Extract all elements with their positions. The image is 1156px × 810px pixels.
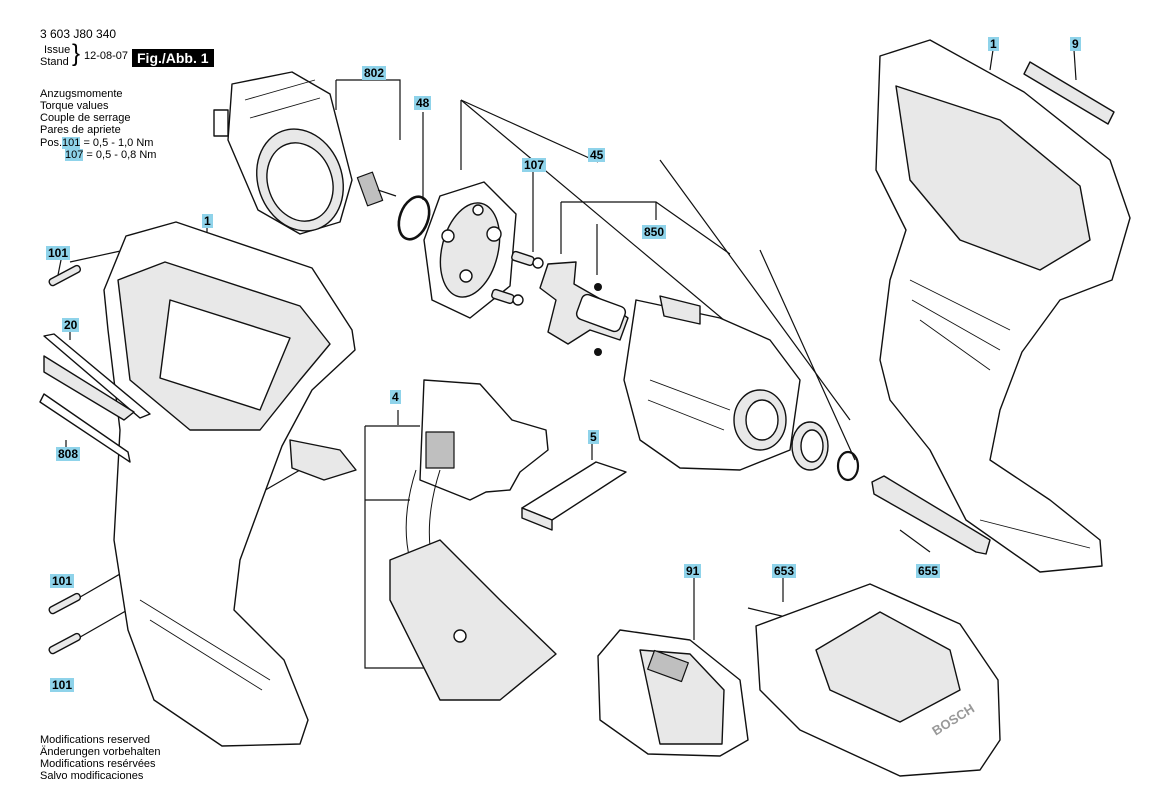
- tag-charger: 653: [772, 564, 797, 578]
- torque-row-2: 107 = 0,5 - 0,8 Nm: [65, 149, 156, 161]
- left-housing: [103, 221, 357, 747]
- tag-screw-bottom: 101: [50, 678, 75, 692]
- tag-housing-left: 1: [202, 214, 213, 228]
- screws-107: [491, 250, 544, 306]
- torque-value-101: = 0,5 - 1,0 Nm: [83, 137, 154, 149]
- motor: [213, 71, 397, 235]
- torque-pos-107: 107: [65, 149, 84, 161]
- brace-glyph: }: [72, 40, 81, 67]
- screws-101: [48, 264, 82, 655]
- nameplate: [1023, 61, 1115, 125]
- battery: [597, 629, 749, 757]
- torque-pos-101: 101: [62, 137, 81, 149]
- tag-housing-right: 1: [988, 37, 999, 51]
- issue-label: Issue: [44, 44, 71, 56]
- footer-line-2: Änderungen vorbehalten: [40, 746, 161, 758]
- figure-label: Fig./Abb. 1: [132, 49, 214, 67]
- screwdriver-bit: [871, 475, 991, 555]
- torque-pos-prefix: Pos.: [40, 137, 63, 149]
- torque-title-4: Pares de apriete: [40, 124, 121, 136]
- gear-plate: [423, 181, 517, 319]
- right-housing: [875, 39, 1131, 573]
- torque-row-1: Pos.101 = 0,5 - 1,0 Nm: [40, 137, 153, 149]
- tag-label-808: 808: [56, 447, 81, 461]
- gear-housing: [623, 295, 801, 471]
- footer-line-4: Salvo modificaciones: [40, 770, 144, 782]
- tag-battery: 91: [684, 564, 702, 578]
- tag-screw-mid: 101: [50, 574, 75, 588]
- torque-title-2: Torque values: [40, 100, 109, 112]
- stand-label: Stand: [40, 56, 69, 68]
- tag-gear-assembly: 45: [588, 148, 606, 162]
- tag-screw-107: 107: [522, 158, 547, 172]
- tag-slider: 5: [588, 430, 599, 444]
- tag-gear-850: 850: [642, 225, 667, 239]
- doc-number: 3 603 J80 340: [40, 27, 117, 41]
- tag-screw-top: 101: [46, 246, 71, 260]
- tag-motor: 802: [362, 66, 387, 80]
- torque-title-3: Couple de serrage: [40, 112, 131, 124]
- switch-assembly: [389, 379, 557, 701]
- tag-o-ring: 48: [414, 96, 432, 110]
- o-ring: [397, 195, 431, 241]
- sleeve-and-rings: [791, 421, 860, 482]
- tag-bit: 655: [916, 564, 941, 578]
- footer-line-3: Modifications resérvées: [40, 758, 156, 770]
- charger: [747, 583, 1001, 777]
- issue-date: 12-08-07: [84, 50, 129, 62]
- footer-line-1: Modifications reserved: [40, 734, 151, 746]
- slider: [521, 461, 627, 531]
- torque-value-107: = 0,5 - 0,8 Nm: [86, 149, 157, 161]
- spindle: [539, 261, 629, 356]
- torque-title-1: Anzugsmomente: [40, 88, 123, 100]
- tag-switch: 4: [390, 390, 401, 404]
- tag-nameplate: 9: [1070, 37, 1081, 51]
- label-plates: [39, 333, 151, 463]
- tag-label-20: 20: [62, 318, 80, 332]
